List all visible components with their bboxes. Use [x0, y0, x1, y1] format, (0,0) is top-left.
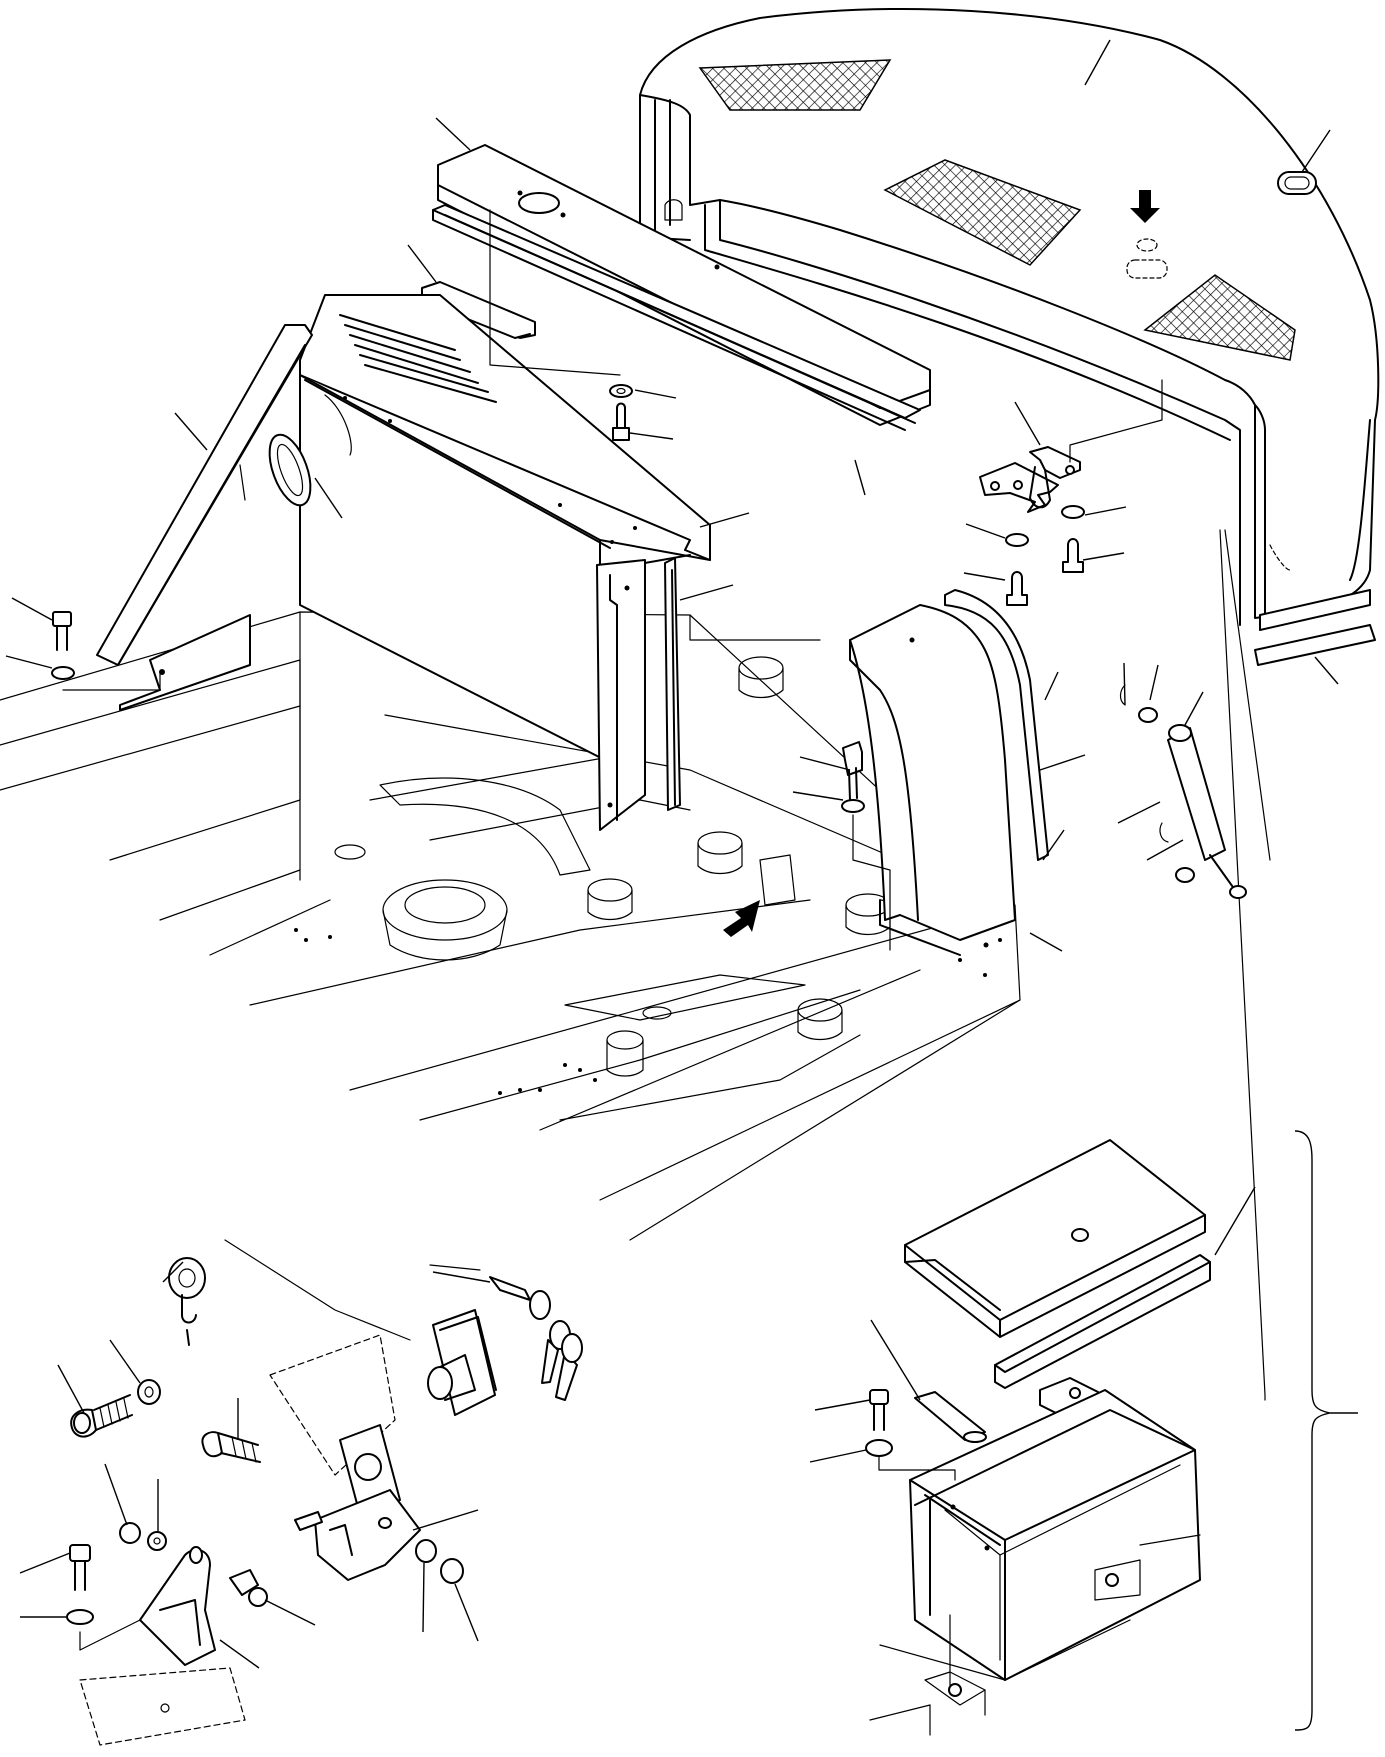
assembly-brace	[1294, 1130, 1331, 1731]
rear-seal-lower	[1254, 624, 1376, 666]
washer-left	[51, 666, 75, 680]
lock-detail	[19, 1239, 583, 1746]
bolt-left-head	[52, 611, 72, 627]
rear-seal-strip	[1259, 589, 1371, 631]
toolbox-assembly	[809, 1130, 1358, 1736]
leader-lines	[5, 39, 1339, 952]
toolbox-body	[909, 1389, 1201, 1681]
arrow-marker	[723, 900, 760, 937]
toolbox-cover	[904, 1139, 1206, 1321]
grommet	[268, 433, 312, 507]
striker-bracket	[139, 1546, 216, 1666]
latch	[294, 1489, 421, 1581]
fasteners	[51, 384, 1085, 813]
plug	[1277, 171, 1317, 195]
hinge-bracket	[979, 446, 1081, 513]
cowl-panel	[849, 589, 1049, 956]
side-panel-seal	[944, 589, 1049, 861]
side-seal	[96, 324, 313, 666]
top-plate	[432, 144, 931, 431]
front-panel	[96, 294, 711, 831]
key-set	[489, 1276, 583, 1401]
gas-spring	[1119, 529, 1271, 899]
engine-hood-cover	[639, 8, 1380, 1401]
